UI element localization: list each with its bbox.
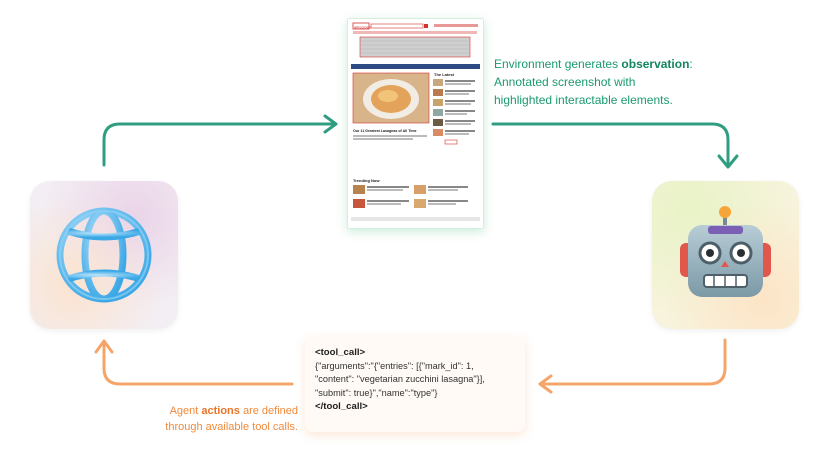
screenshot-content: The Latest Our 11 Greatest Lasagnas of A… (348, 19, 483, 228)
site-logo: allrecipes (354, 25, 371, 30)
trending-heading: Trending Now (353, 178, 380, 183)
act-bold: actions (201, 405, 240, 417)
act-prefix: Agent (169, 405, 202, 417)
act-line2: through available tool calls. (165, 421, 298, 433)
action-caption: Agent actions are defined through availa… (128, 403, 298, 435)
obs-suffix: : (689, 57, 693, 71)
annotated-screenshot: The Latest Our 11 Greatest Lasagnas of A… (347, 18, 484, 229)
environment-card (30, 181, 178, 329)
act-suffix: are defined (239, 405, 298, 417)
obs-line3: highlighted interactable elements. (494, 93, 673, 107)
tool-call-box: <tool_call> {"arguments":"{"entries": [{… (305, 337, 525, 432)
latest-heading: The Latest (434, 72, 455, 77)
robot-icon (680, 206, 771, 297)
tool-call-open-tag: <tool_call> (315, 347, 366, 358)
observation-caption: Environment generates observation: Annot… (494, 55, 734, 109)
arrow-action-to-env (102, 341, 294, 386)
arrow-env-to-observation (102, 122, 336, 167)
tool-call-body: {"arguments":"{"entries": [{"mark_id": 1… (315, 360, 485, 398)
arrow-agent-to-action (540, 338, 727, 386)
tool-call-close-tag: </tool_call> (315, 401, 368, 412)
obs-prefix: Environment generates (494, 57, 622, 71)
obs-line2: Annotated screenshot with (494, 75, 636, 89)
hero-headline: Our 11 Greatest Lasagnas of All Time (353, 129, 417, 133)
globe-icon (56, 207, 152, 303)
arrow-observation-to-agent (491, 122, 730, 166)
obs-bold: observation (621, 57, 690, 71)
agent-card (652, 181, 799, 329)
